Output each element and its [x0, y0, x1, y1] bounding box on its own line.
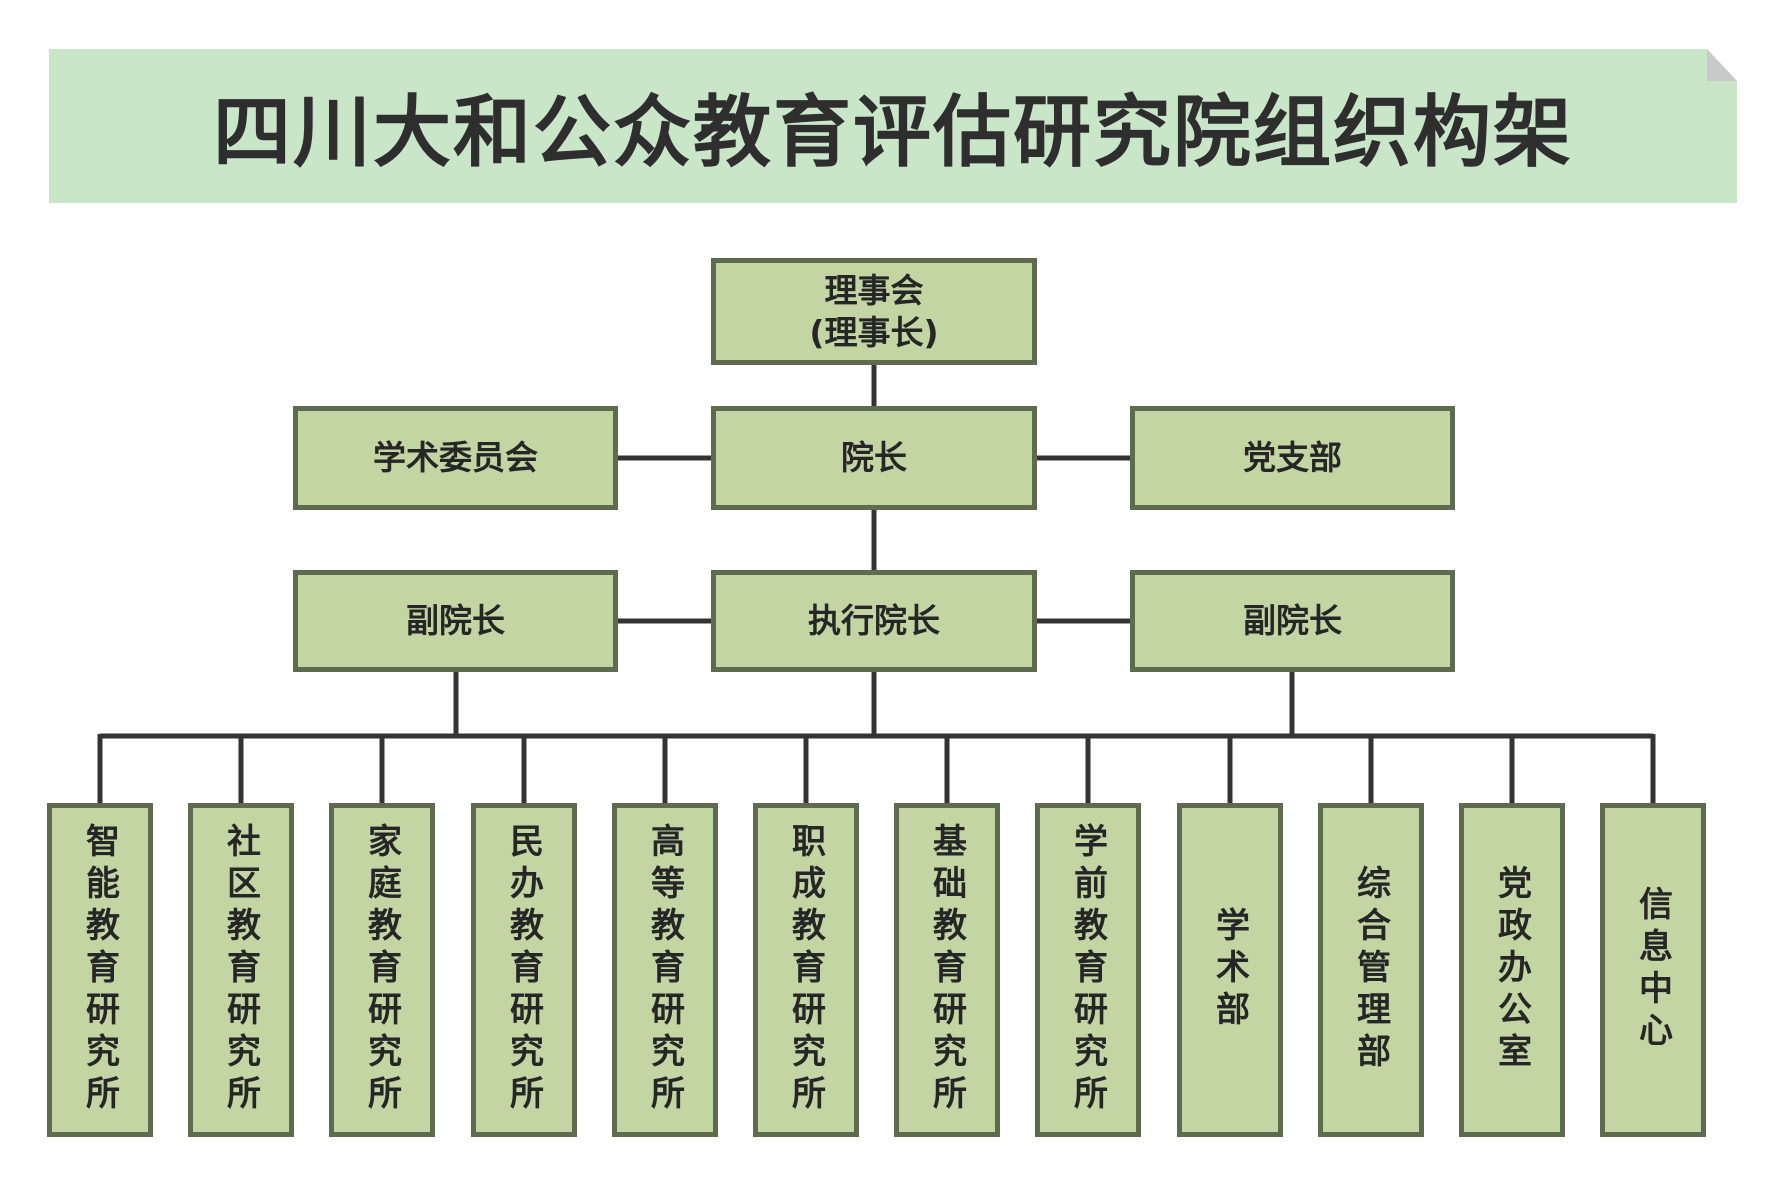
department-label: 家庭教育研究所 — [361, 823, 402, 1117]
department-box[interactable]: 学前教育研究所 — [1035, 803, 1141, 1137]
department-box[interactable]: 民办教育研究所 — [471, 803, 577, 1137]
department-label: 社区教育研究所 — [220, 823, 261, 1117]
executive-president-label: 执行院长 — [808, 601, 940, 641]
board-label: 理事会 (理事长) — [809, 271, 939, 352]
department-box[interactable]: 党政办公室 — [1459, 803, 1565, 1137]
vice-president-left-label: 副院长 — [406, 601, 505, 641]
department-label: 学前教育研究所 — [1067, 823, 1108, 1117]
president-box[interactable]: 院长 — [711, 406, 1037, 510]
department-label: 综合管理部 — [1350, 865, 1391, 1075]
department-label: 高等教育研究所 — [644, 823, 685, 1117]
department-label: 基础教育研究所 — [926, 823, 967, 1117]
page-title: 四川大和公众教育评估研究院组织构架 — [212, 88, 1573, 178]
department-box[interactable]: 信息中心 — [1600, 803, 1706, 1137]
title-banner: 四川大和公众教育评估研究院组织构架 — [49, 49, 1737, 203]
academic-committee-box[interactable]: 学术委员会 — [293, 406, 618, 510]
department-box[interactable]: 家庭教育研究所 — [329, 803, 435, 1137]
department-box[interactable]: 高等教育研究所 — [612, 803, 718, 1137]
board-box[interactable]: 理事会 (理事长) — [711, 258, 1037, 365]
department-label: 党政办公室 — [1491, 865, 1532, 1075]
department-label: 信息中心 — [1632, 886, 1673, 1054]
department-box[interactable]: 基础教育研究所 — [894, 803, 1000, 1137]
party-branch-label: 党支部 — [1243, 438, 1342, 478]
vice-president-right-box[interactable]: 副院长 — [1130, 570, 1455, 672]
executive-president-box[interactable]: 执行院长 — [711, 570, 1037, 672]
department-label: 智能教育研究所 — [79, 823, 120, 1117]
department-box[interactable]: 智能教育研究所 — [47, 803, 153, 1137]
academic-committee-label: 学术委员会 — [373, 438, 538, 478]
department-box[interactable]: 社区教育研究所 — [188, 803, 294, 1137]
party-branch-box[interactable]: 党支部 — [1130, 406, 1455, 510]
department-label: 职成教育研究所 — [785, 823, 826, 1117]
department-label: 学术部 — [1209, 907, 1250, 1033]
president-label: 院长 — [841, 438, 907, 478]
vice-president-left-box[interactable]: 副院长 — [293, 570, 618, 672]
department-box[interactable]: 综合管理部 — [1318, 803, 1424, 1137]
department-label: 民办教育研究所 — [503, 823, 544, 1117]
department-box[interactable]: 学术部 — [1177, 803, 1283, 1137]
department-box[interactable]: 职成教育研究所 — [753, 803, 859, 1137]
vice-president-right-label: 副院长 — [1243, 601, 1342, 641]
